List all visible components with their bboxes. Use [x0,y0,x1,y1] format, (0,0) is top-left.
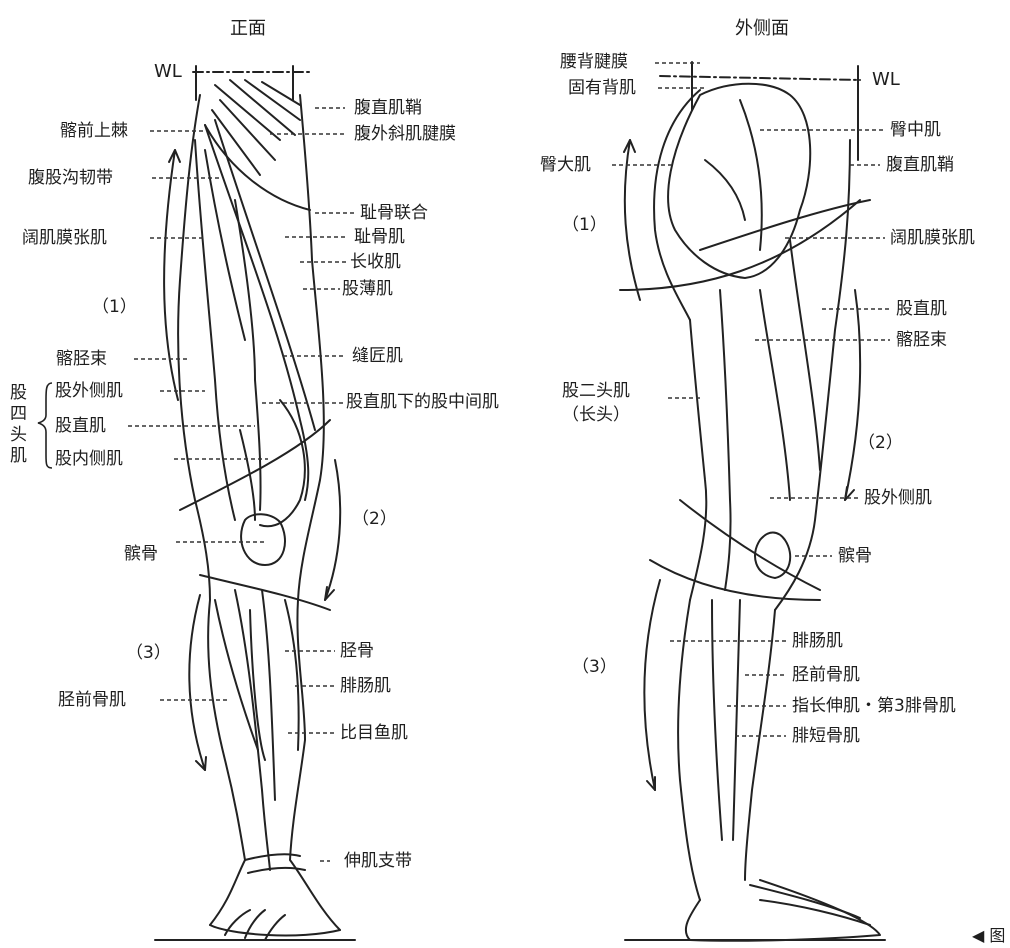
side-label-iliotibial-tract: 髂胫束 [896,330,947,350]
side-label-erector-spinae: 固有背肌 [568,78,636,98]
front-label-vastus-medialis: 股内侧肌 [55,449,123,469]
side-label-rectus-femoris: 股直肌 [896,299,947,319]
side-label-rectus-sheath: 腹直肌鞘 [886,155,954,175]
front-label-vastus-lateralis: 股外侧肌 [55,381,123,401]
side-label-gastrocnemius: 腓肠肌 [792,631,843,651]
front-label-soleus: 比目鱼肌 [340,723,408,743]
side-label-gluteus-medius: 臀中肌 [890,120,941,140]
front-label-external-oblique-aponeurosis: 腹外斜肌腱膜 [354,124,456,144]
leader-lines [128,63,890,861]
side-title: 外侧面 [735,14,789,40]
side-label-gluteus-maximus: 臀大肌 [540,155,591,175]
front-label-adductor-longus: 长收肌 [350,252,401,272]
side-label-peroneus-brevis: 腓短骨肌 [792,726,860,746]
front-label-iliotibial-tract: 髂胫束 [56,349,107,369]
front-quadriceps-group: 股四头肌 [10,383,30,467]
side-zone-1: （1） [562,215,607,235]
side-zone-2: （2） [858,433,903,453]
side-label-long-head: （长头） [562,405,630,425]
side-waist-line-label: WL [872,70,900,90]
front-label-tensor-fasciae-latae: 阔肌膜张肌 [22,228,107,248]
front-label-tibialis-anterior: 胫前骨肌 [58,690,126,710]
corner-figure-mark: ◀ 图 [972,926,1005,946]
front-label-rectus-femoris: 股直肌 [55,416,106,436]
side-label-patella: 髌骨 [838,546,872,566]
front-zone-3: （3） [126,643,171,663]
front-label-gastrocnemius: 腓肠肌 [340,676,391,696]
front-zone-2: （2） [352,509,397,529]
front-waist-line-label: WL [154,62,182,82]
front-label-sartorius: 缝匠肌 [352,346,403,366]
front-title: 正面 [230,14,266,40]
side-label-tensor-fasciae-latae: 阔肌膜张肌 [890,228,975,248]
front-label-pubic-symphysis: 耻骨联合 [360,203,428,223]
front-label-asis: 髂前上棘 [60,121,128,141]
front-zone-1: （1） [92,297,137,317]
side-label-vastus-lateralis: 股外侧肌 [864,488,932,508]
front-label-inguinal-ligament: 腹股沟韧带 [28,168,113,188]
side-label-biceps-femoris: 股二头肌 [562,381,630,401]
front-label-gracilis: 股薄肌 [342,279,393,299]
front-label-patella: 髌骨 [124,544,158,564]
front-leg-drawing [155,66,355,940]
side-label-extensor-digitorum-peroneus-tertius: 指长伸肌・第3腓骨肌 [792,696,956,716]
front-label-vastus-intermedius: 股直肌下的股中间肌 [346,390,514,414]
quadriceps-bracket [38,383,52,468]
side-leg-drawing [620,62,885,941]
side-zone-3: （3） [572,657,617,677]
side-label-thoracolumbar-fascia: 腰背腱膜 [560,52,628,72]
front-label-tibia: 胫骨 [340,641,374,661]
front-label-rectus-sheath: 腹直肌鞘 [354,98,422,118]
front-label-pectineus: 耻骨肌 [354,227,405,247]
side-label-tibialis-anterior: 胫前骨肌 [792,665,860,685]
front-label-extensor-retinaculum: 伸肌支带 [344,851,412,871]
